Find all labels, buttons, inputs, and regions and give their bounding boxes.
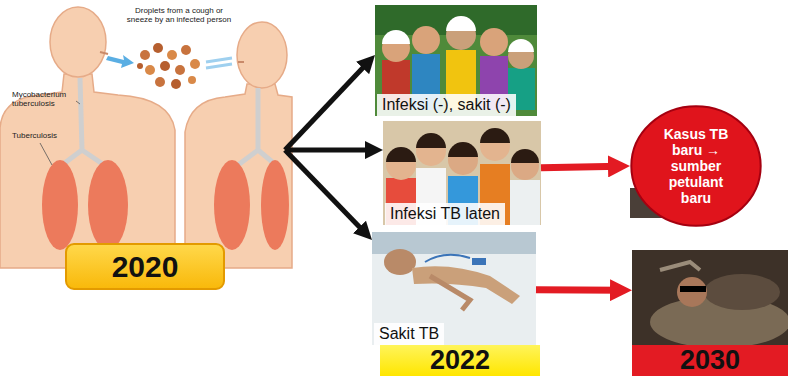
flow-arrow (285, 147, 373, 152)
node-label: Sakit TB (379, 324, 439, 344)
photo-children-middle (510, 180, 540, 225)
text-holder: Tuberculosis (12, 131, 74, 140)
photo-children-top (508, 39, 534, 52)
droplet-cloud (145, 65, 155, 75)
photo-children-middle (480, 128, 510, 143)
lungs (42, 160, 78, 250)
year-box: 2022 (380, 345, 540, 376)
photo-children-middle (386, 147, 416, 162)
photo-sick-child (384, 249, 416, 275)
droplet-cloud (155, 77, 165, 87)
droplet-cloud (171, 79, 181, 89)
node-label: Tuberculosis (12, 131, 74, 140)
photo-children-top (375, 5, 537, 116)
photo-children-middle (416, 133, 446, 148)
lungs (214, 160, 250, 250)
person-right (185, 84, 292, 268)
photo-sick-child (372, 232, 536, 345)
droplet-cloud (106, 55, 134, 68)
photo-panel: Infeksi TB laten (383, 121, 541, 225)
lungs (42, 78, 289, 250)
photo-sick-child (430, 276, 470, 310)
person-right (238, 61, 244, 63)
leader-line (40, 143, 52, 165)
person-left (100, 52, 108, 54)
lungs (62, 78, 104, 165)
droplet-cloud (190, 59, 200, 69)
node-label: 2030 (680, 347, 740, 374)
text-holder: 2020 (112, 252, 179, 282)
text-holder: 2022 (430, 347, 490, 374)
photo-sick-adult (677, 277, 707, 307)
flow-arrow (285, 62, 368, 150)
text-holder: Infeksi (-), sakit (-) (377, 94, 516, 116)
droplet-cloud (181, 45, 191, 55)
node-label: Kasus TB baru → sumber petulant baru (654, 126, 738, 206)
person-right (237, 22, 287, 88)
lungs (238, 88, 276, 165)
photo-sick-adult (632, 250, 788, 376)
node-label: Droplets from a cough or sneeze by an in… (126, 6, 232, 24)
year-box: 2020 (65, 243, 225, 290)
photo-sick-child (372, 232, 536, 345)
person-left (50, 7, 106, 77)
text-holder: Mycobacterium tuberculosis (12, 90, 74, 108)
node-label: 2020 (112, 252, 179, 282)
flow-arrow (536, 286, 622, 294)
lungs (88, 160, 128, 250)
photo-sick-adult (680, 286, 706, 292)
photo-sick-child (472, 258, 486, 265)
droplet-cloud (188, 76, 196, 84)
text-holder: Sakit TB (374, 323, 444, 345)
person-left (0, 74, 175, 268)
text-holder: 2030 (632, 345, 788, 376)
outcome-ellipse: Kasus TB baru → sumber petulant baru (630, 105, 762, 227)
droplet-cloud (140, 50, 150, 60)
droplet-cloud (175, 65, 185, 75)
photo-panel: 2030 (632, 250, 788, 376)
photo-children-top (446, 16, 476, 31)
droplet-cloud (153, 43, 163, 53)
illustration-panel: Droplets from a cough or sneeze by an in… (0, 0, 285, 238)
droplet-cloud (206, 58, 232, 68)
text-holder: Droplets from a cough or sneeze by an in… (126, 6, 232, 24)
photo-panel: Sakit TB (372, 232, 536, 345)
photo-children-middle (383, 121, 541, 225)
droplet-cloud (167, 50, 177, 60)
photo-children-middle (383, 121, 541, 225)
leader-line (76, 101, 80, 104)
photo-children-top (382, 30, 410, 44)
photo-children-top (375, 5, 537, 116)
ellipse-outline (631, 106, 760, 226)
flow-arrow (285, 150, 365, 233)
photo-children-middle (511, 149, 539, 163)
node-label: Infeksi TB laten (390, 204, 500, 224)
droplet-cloud (106, 43, 232, 89)
person-right (185, 22, 292, 268)
droplet-cloud (137, 63, 143, 69)
node-label: Mycobacterium tuberculosis (12, 90, 74, 108)
photo-panel: Infeksi (-), sakit (-) (375, 5, 537, 116)
photo-sick-adult (660, 262, 700, 270)
photo-children-top (412, 26, 440, 54)
text-holder: Kasus TB baru → sumber petulant baru (654, 126, 738, 206)
person-left (0, 7, 175, 268)
text-holder: Infeksi TB laten (385, 203, 505, 225)
lungs (261, 160, 289, 250)
flow-arrow (541, 166, 620, 168)
node-label: Infeksi (-), sakit (-) (382, 95, 511, 115)
photo-children-top (480, 28, 508, 56)
photo-sick-child (425, 255, 470, 262)
photo-children-middle (448, 142, 478, 157)
droplet-cloud (160, 61, 170, 71)
node-label: 2022 (430, 347, 490, 374)
photo-sick-adult (704, 274, 780, 310)
